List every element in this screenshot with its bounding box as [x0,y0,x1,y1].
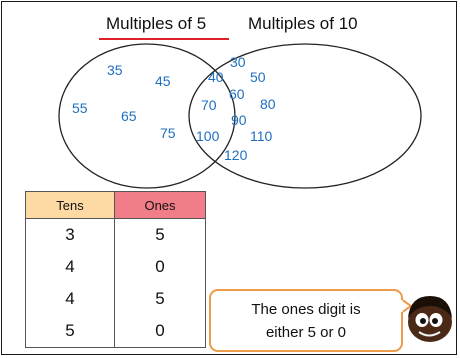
venn-number: 70 [201,97,217,113]
tens-cell: 4 [25,251,115,283]
venn-diagram [58,43,422,189]
venn-number: 45 [155,73,171,89]
speech-bubble: The ones digit is either 5 or 0 [209,289,403,352]
ones-cell: 5 [114,283,206,315]
right-set-ellipse [188,43,422,189]
tens-cell: 3 [25,218,115,251]
venn-number: 110 [250,128,273,144]
venn-number: 100 [196,128,220,144]
ones-cell: 0 [114,315,206,348]
table-row: 5 0 [25,315,206,348]
venn-number: 60 [229,86,245,102]
table-header-row: Tens Ones [25,191,206,219]
ones-header: Ones [114,191,206,219]
venn-number: 35 [107,62,123,78]
venn-number: 65 [121,108,137,124]
venn-number: 30 [230,54,246,70]
table-row: 4 0 [25,251,206,283]
venn-number: 120 [224,147,248,163]
ones-cell: 0 [114,251,206,283]
left-set-label: Multiples of 5 [106,14,207,33]
tens-cell: 5 [25,315,115,348]
venn-number: 50 [250,69,266,85]
ones-cell: 5 [114,218,206,251]
tens-ones-table: Tens Ones 3 5 4 0 4 5 5 0 [25,191,206,348]
speech-bubble-tail [401,299,413,315]
speech-line-1: The ones digit is [251,301,361,318]
venn-number: 90 [231,112,247,128]
tens-cell: 4 [25,283,115,315]
left-label-underline [99,38,229,40]
tens-header: Tens [25,191,115,219]
table-row: 4 5 [25,283,206,315]
venn-number: 40 [208,69,224,85]
venn-number: 80 [260,96,276,112]
venn-number: 75 [160,125,176,141]
right-set-label: Multiples of 10 [248,14,358,33]
table-row: 3 5 [25,218,206,251]
boy-avatar-icon [408,296,452,342]
speech-line-2: either 5 or 0 [265,324,347,341]
venn-number: 55 [72,100,88,116]
left-set-ellipse [58,43,236,189]
